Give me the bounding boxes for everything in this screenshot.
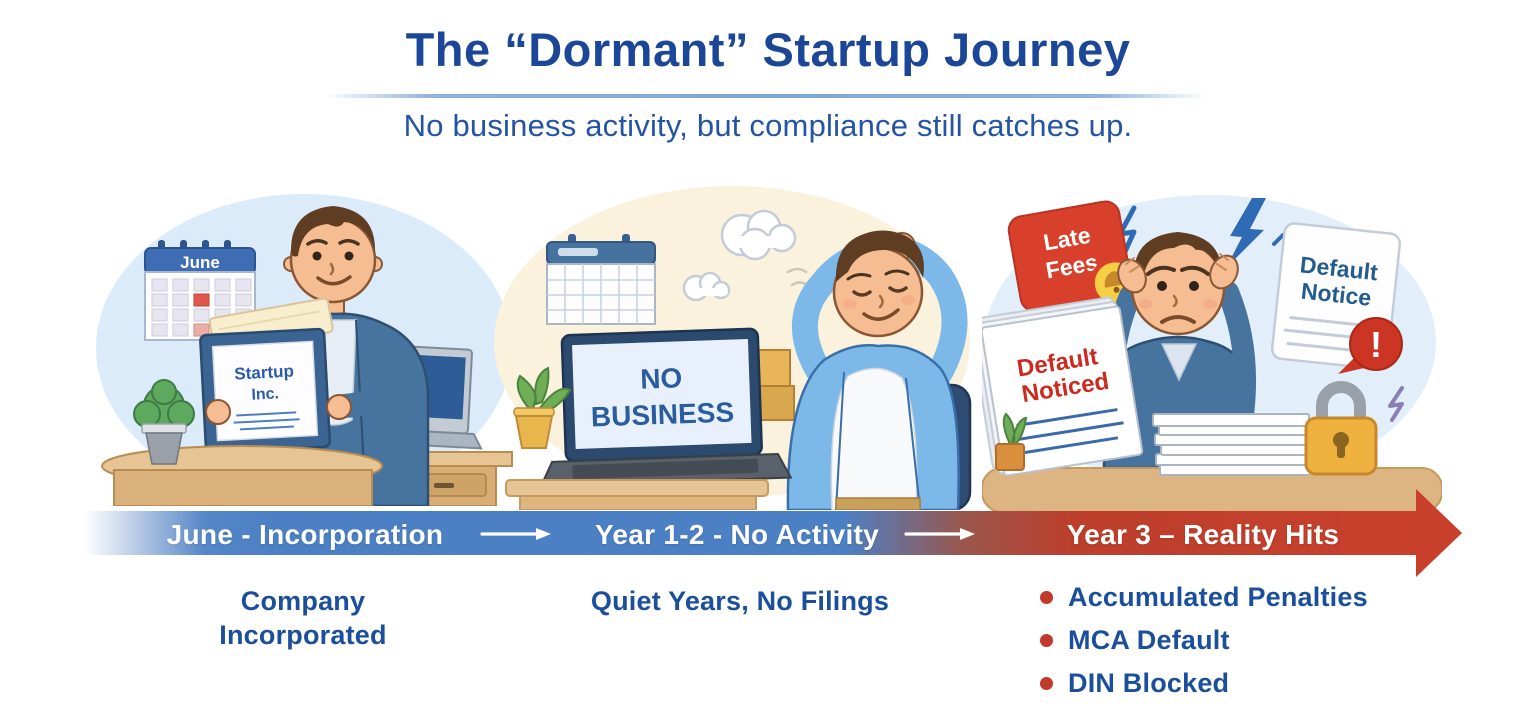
calendar-june-icon: June: [144, 240, 256, 341]
plant-icon: [513, 366, 572, 449]
title-divider: [325, 94, 1205, 98]
bullet-dot: [1040, 677, 1053, 690]
stage1-caption: Company Incorporated: [153, 584, 453, 652]
late-fees-tag: Late Fees: [1007, 200, 1141, 313]
paper-stack: [1152, 413, 1311, 476]
desk: [101, 445, 383, 506]
alert-exclamation: !: [1370, 324, 1382, 365]
cloud-icon: [720, 209, 797, 261]
bullet-text: Accumulated Penalties: [1068, 582, 1368, 612]
stage-arrow-icon: [480, 528, 551, 540]
bullet-text: DIN Blocked: [1068, 668, 1230, 698]
stage2-caption: Quiet Years, No Filings: [590, 586, 890, 616]
certificate-title-line2: Inc.: [251, 385, 279, 403]
desk: [505, 479, 769, 510]
relaxed-founder-figure: [786, 230, 968, 510]
scene-reality-hits-illustration: Late Fees Default Notice !: [982, 195, 1442, 512]
list-item: DIN Blocked: [1040, 668, 1368, 699]
plant-icon: [995, 412, 1028, 471]
timeline-stage2-label: Year 1-2 - No Activity: [594, 519, 880, 550]
scene-incorporation-illustration: June: [96, 194, 513, 506]
stage3-bullet-list: Accumulated Penalties MCA Default DIN Bl…: [1040, 582, 1368, 711]
timeline-stage1-label: June - Incorporation: [166, 519, 444, 550]
laptop-screen-line1: NO: [640, 362, 683, 394]
stage1-caption-line2: Incorporated: [219, 620, 387, 650]
padlock-icon: [1304, 381, 1378, 476]
stage-arrow-icon: [904, 528, 975, 540]
laptop-icon: NO BUSINESS: [539, 327, 793, 488]
timeline-stage3-label: Year 3 – Reality Hits: [1066, 519, 1340, 550]
certificate-title-line1: Startup: [234, 361, 294, 383]
bullet-dot: [1040, 591, 1053, 604]
stage1-caption-line1: Company: [240, 586, 366, 616]
plant-icon: [133, 379, 195, 465]
list-item: MCA Default: [1040, 625, 1368, 656]
laptop-screen-line2: BUSINESS: [590, 397, 734, 433]
calendar-month-label: June: [180, 253, 220, 272]
scene-no-activity-illustration: NO BUSINESS: [494, 186, 972, 510]
alert-icon: !: [1338, 317, 1403, 374]
hands: [205, 394, 352, 425]
bullet-text: MCA Default: [1068, 625, 1230, 655]
bullet-dot: [1040, 634, 1053, 647]
page-subtitle: No business activity, but compliance sti…: [403, 108, 1133, 143]
blank-calendar-icon: [546, 234, 656, 325]
list-item: Accumulated Penalties: [1040, 582, 1368, 613]
small-cloud-icon: [682, 271, 731, 302]
timeline-arrowhead: [1416, 489, 1462, 577]
page-title: The “Dormant” Startup Journey: [405, 23, 1131, 76]
timeline-band: [85, 511, 1417, 555]
incorporation-certificate: Startup Inc.: [199, 327, 331, 455]
